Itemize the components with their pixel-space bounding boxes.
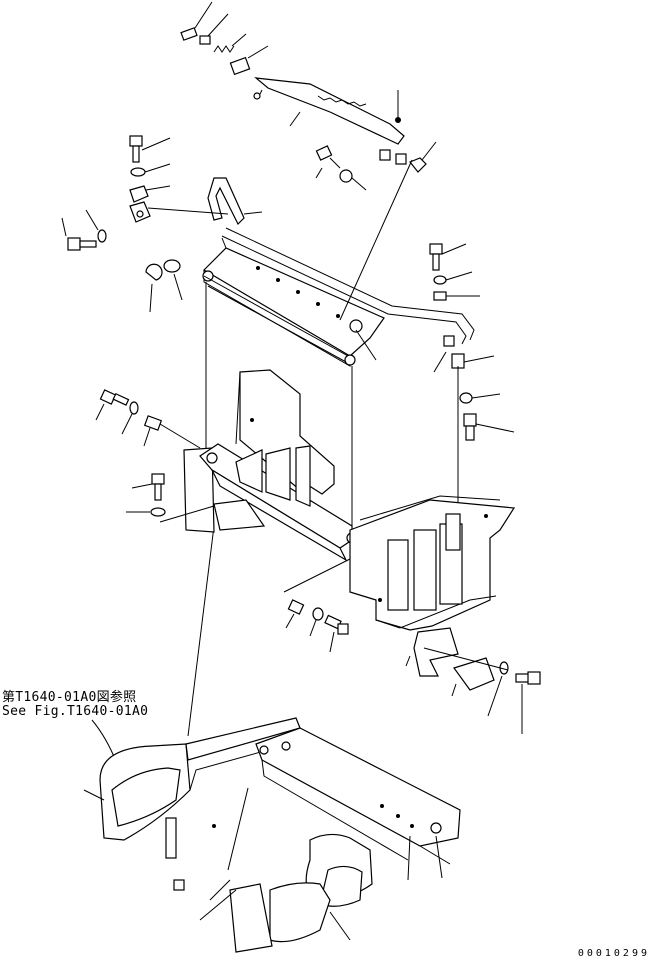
plate-guide-line bbox=[423, 647, 509, 671]
drawing-number: 00010299 bbox=[577, 948, 650, 959]
washer-right-upper bbox=[433, 271, 473, 285]
washer-left bbox=[85, 209, 107, 243]
guard-top-plate bbox=[202, 237, 385, 367]
tie-rod bbox=[203, 275, 349, 363]
shim-plate bbox=[451, 657, 495, 697]
washer-right-lower bbox=[459, 392, 501, 404]
clamp-left bbox=[129, 201, 151, 223]
washer-lower-right bbox=[487, 661, 509, 717]
bolt-right-lower bbox=[463, 413, 515, 441]
top-fitting-nipple bbox=[229, 45, 269, 76]
right-side-panel bbox=[349, 495, 516, 631]
bolt-left bbox=[61, 217, 97, 251]
reference-note-japanese: 第T1640-01A0図参照 bbox=[2, 690, 137, 705]
bolt-upper-center bbox=[315, 145, 341, 179]
bolt-right-upper bbox=[429, 243, 467, 271]
top-fitting-clip bbox=[199, 13, 229, 45]
washer-upper-center bbox=[339, 169, 367, 191]
clip-right-upper bbox=[433, 291, 480, 301]
spacer-left-lower bbox=[143, 415, 201, 449]
flange-nut bbox=[163, 259, 183, 301]
washer-upper-left bbox=[130, 163, 171, 177]
washer-left-lower-1 bbox=[121, 401, 139, 435]
bolt-left-lower-2 bbox=[131, 473, 165, 501]
hose-clamp-right bbox=[433, 335, 495, 373]
bracket-lower-right bbox=[405, 627, 459, 677]
hose-pipe bbox=[221, 227, 475, 345]
elbow-fitting-left bbox=[129, 185, 171, 203]
bolt-left-lower-1 bbox=[95, 389, 130, 421]
bolt-lower-center-2 bbox=[324, 614, 349, 653]
cap-nut bbox=[145, 263, 163, 313]
bolt-lower-right bbox=[515, 671, 541, 734]
radiator-guard-frame bbox=[183, 369, 358, 562]
upper-bracket-elbow bbox=[379, 141, 437, 173]
upper-pipe-bracket bbox=[253, 77, 405, 145]
top-fitting-spring bbox=[213, 33, 247, 53]
grab-handle bbox=[207, 177, 263, 226]
assembly-guide-lines bbox=[147, 159, 459, 737]
top-fitting-bolt bbox=[180, 1, 213, 41]
reference-note-english: See Fig.T1640-01A0 bbox=[2, 704, 149, 719]
upper-bracket-screw bbox=[395, 90, 401, 123]
main-frame bbox=[83, 717, 461, 953]
bolt-lower-center bbox=[285, 599, 305, 629]
bolt-upper-left bbox=[129, 135, 171, 163]
washer-left-lower-2 bbox=[126, 505, 215, 523]
washer-lower-center bbox=[309, 607, 324, 637]
